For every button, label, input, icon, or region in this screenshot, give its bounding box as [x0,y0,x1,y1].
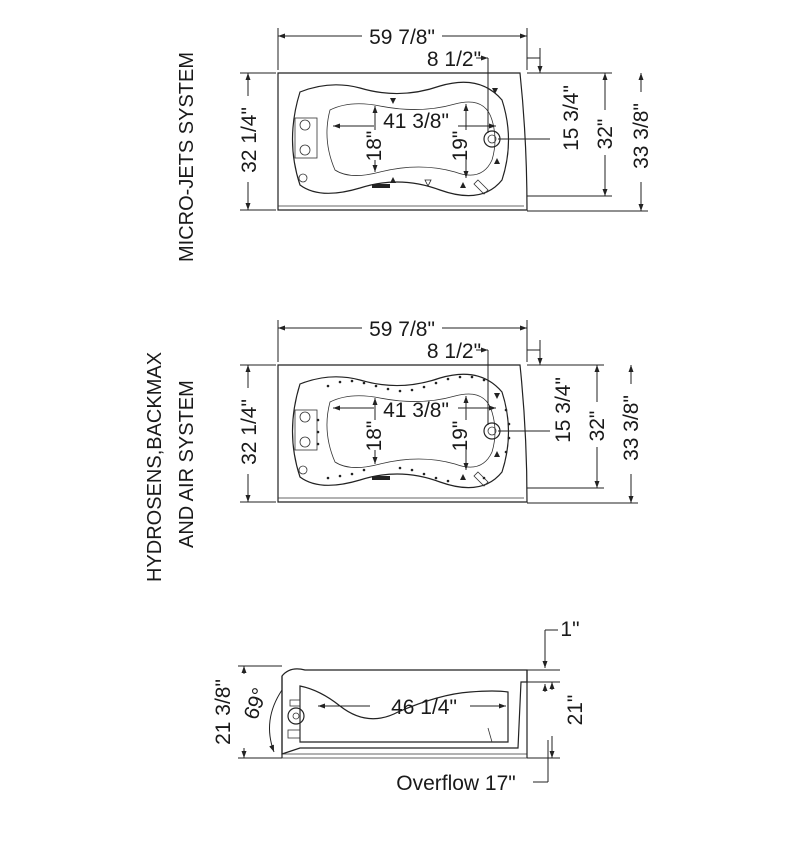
micro-drain-offset: 8 1/2" [427,48,481,71]
hydrosens-title-line2: AND AIR SYSTEM [176,380,198,548]
hydrosens-view: HYDROSENS,BACKMAX AND AIR SYSTEM [144,318,643,582]
micro-depth-left: 32 1/4" [238,107,261,173]
hydrosens-title-line1: HYDROSENS,BACKMAX [144,352,166,582]
micro-jets-view: MICRO-JETS SYSTEM 59 7/8" 8 1 [176,26,653,262]
side-view: 1" 21" Overflow 17" 21 3/8" 69° 46 1/4" [212,618,587,795]
hydro-bath-width-right: 19" [449,421,472,452]
hydro-drain-to-edge: 15 3/4" [552,377,575,443]
side-height-left: 21 3/8" [212,679,235,745]
side-rim: 1" [560,618,579,641]
tub-outline-top [277,72,528,211]
micro-depth-inner: 32" [594,119,617,150]
micro-drain-to-edge: 15 3/4" [560,85,583,151]
micro-width-overall: 59 7/8" [369,26,435,49]
hydro-bath-width-left: 18" [363,421,386,452]
hydro-depth-inner: 32" [586,411,609,442]
tub-outline-middle [277,364,528,503]
hydro-bath-length: 41 3/8" [383,399,449,422]
hydro-drain-offset: 8 1/2" [427,340,481,363]
hydro-depth-overall: 33 3/8" [620,395,643,461]
side-height-right: 21" [564,695,587,726]
tub-outline-side [281,668,528,755]
micro-depth-overall: 33 3/8" [630,103,653,169]
micro-bath-width-right: 19" [449,131,472,162]
micro-jets-title: MICRO-JETS SYSTEM [176,52,198,262]
micro-bath-width-left: 18" [363,131,386,162]
side-overflow: Overflow 17" [396,772,516,795]
side-angle: 69° [240,685,272,723]
micro-bath-length: 41 3/8" [383,110,449,133]
air-jet-dots [316,375,511,483]
hydro-depth-left: 32 1/4" [238,399,261,465]
side-bottom-length: 46 1/4" [391,696,457,719]
hydro-width-overall: 59 7/8" [369,318,435,341]
